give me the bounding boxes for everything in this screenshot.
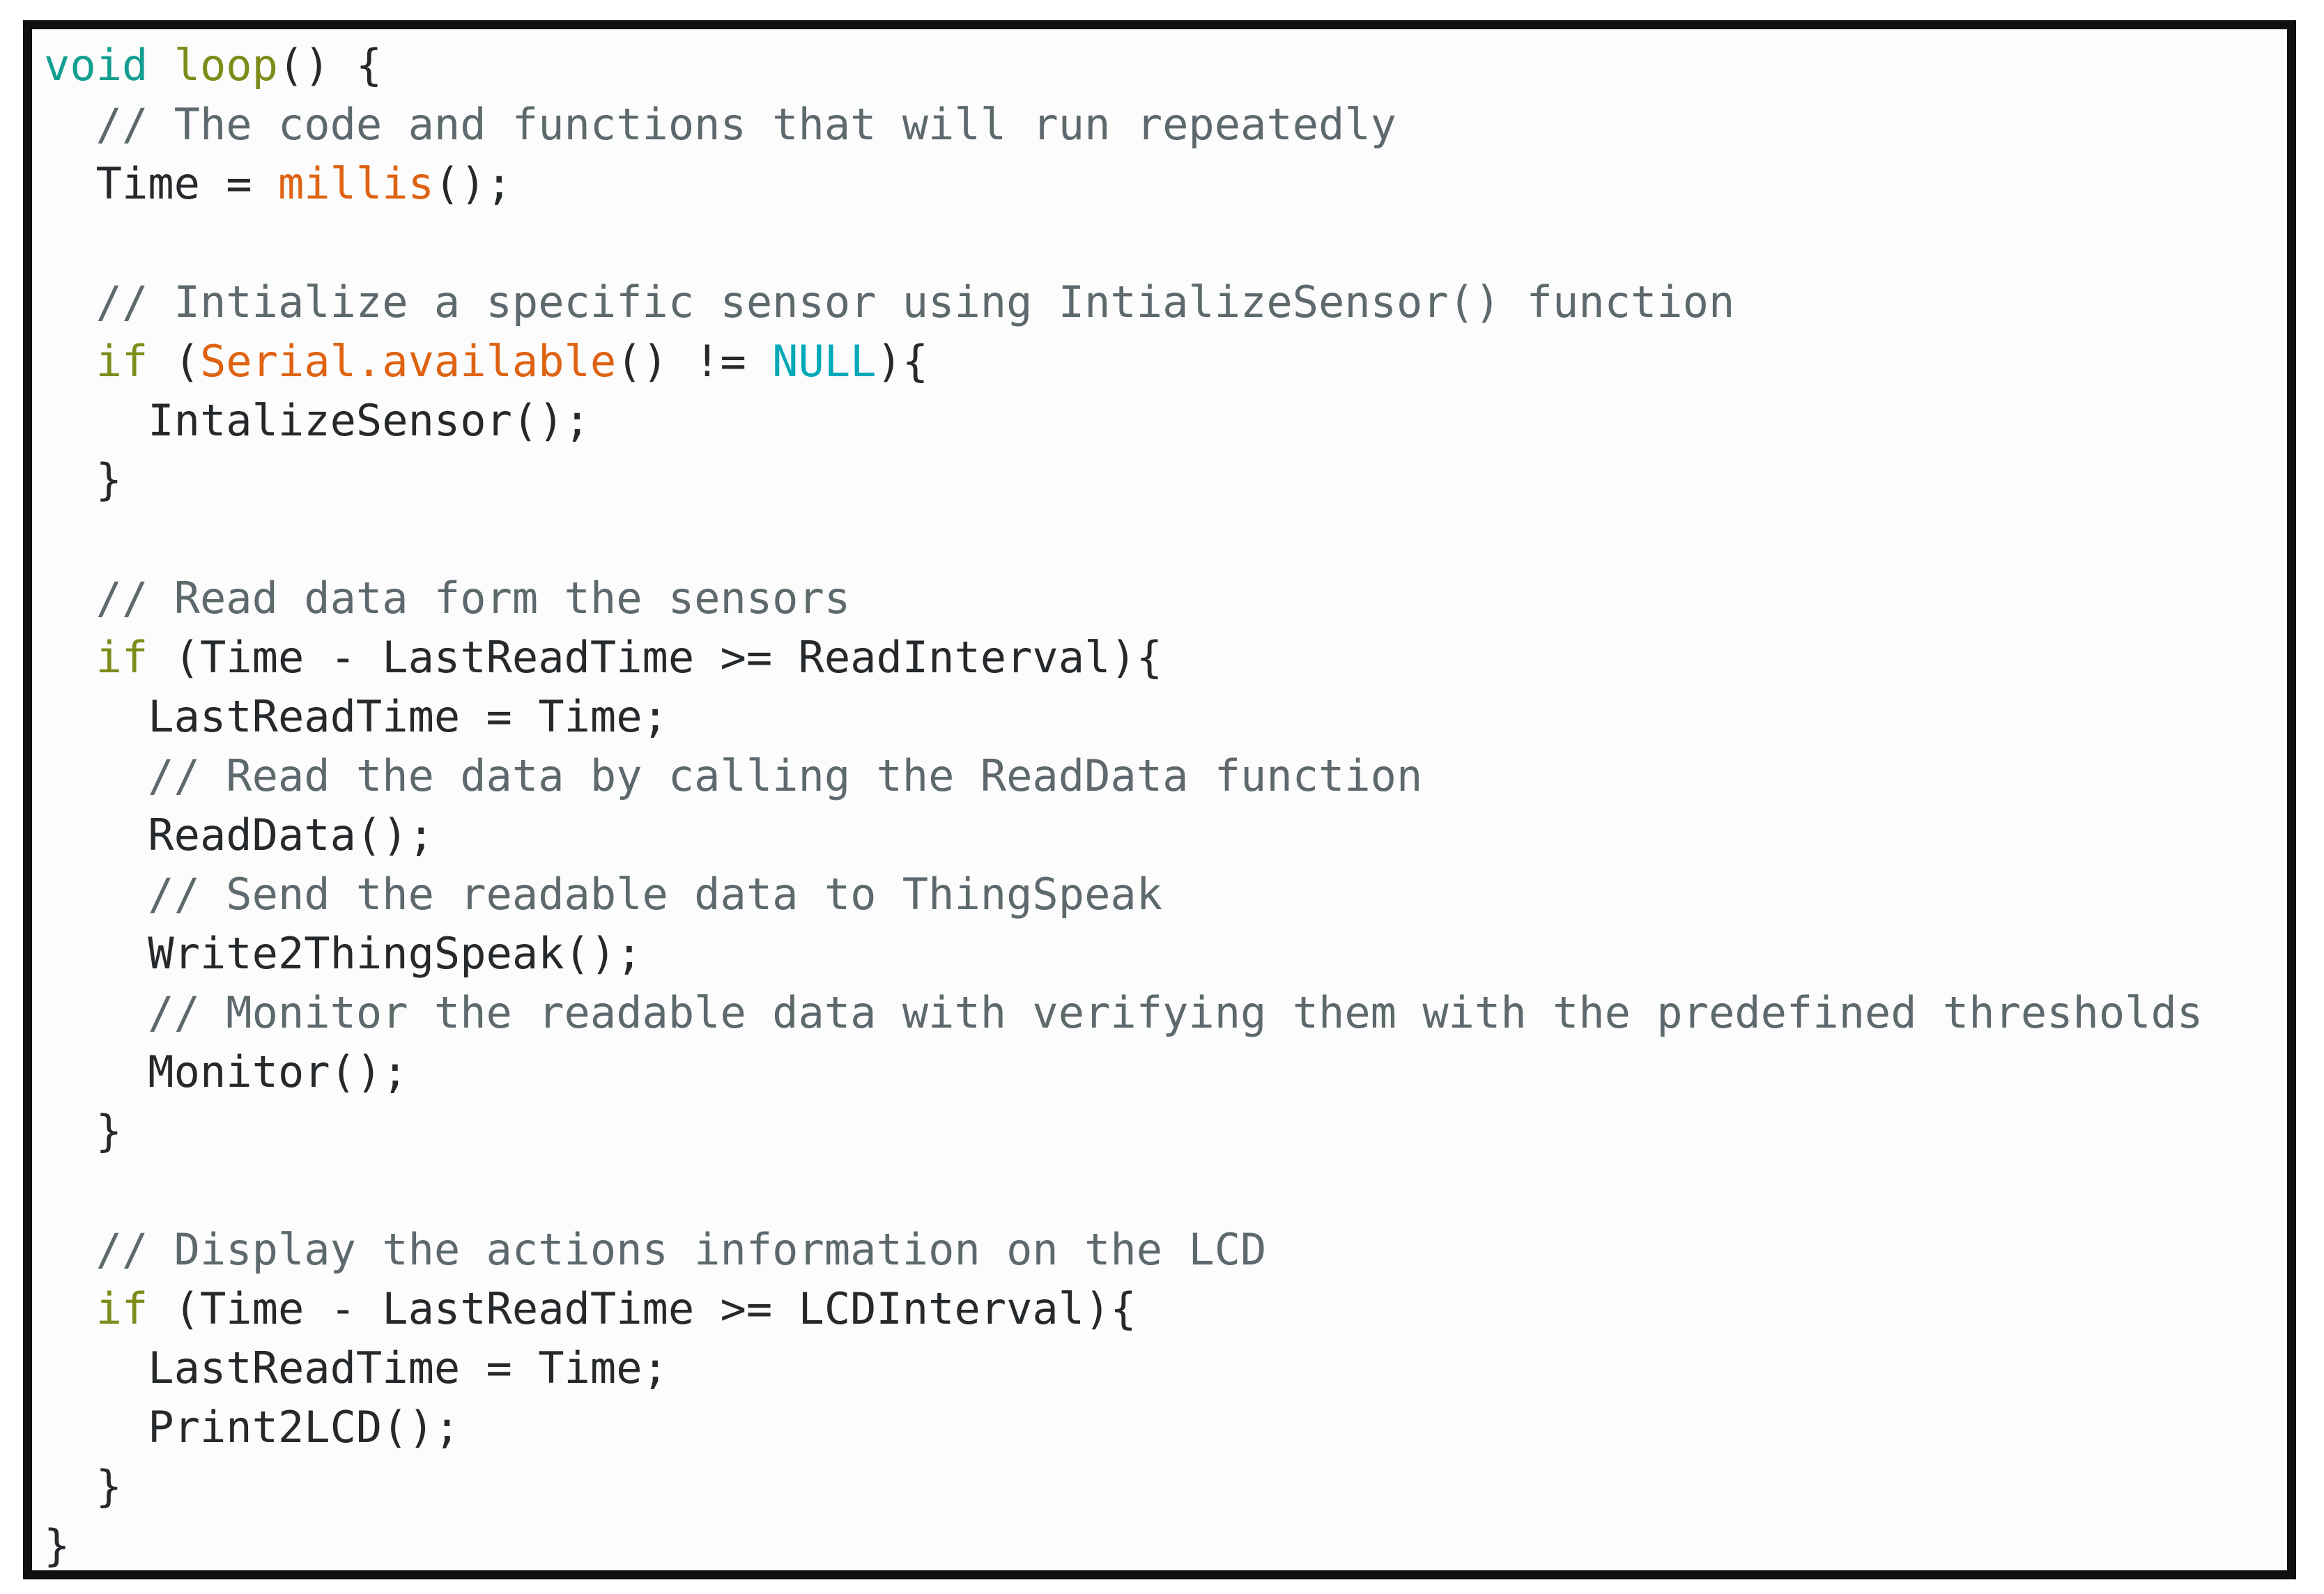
code-line: // Read data form the sensors — [44, 568, 2281, 628]
code-token-plain: } — [44, 1461, 122, 1512]
code-token-plain: (Time - LastReadTime >= ReadInterval){ — [148, 632, 1163, 683]
code-token-plain: } — [44, 1520, 70, 1571]
code-line: if (Time - LastReadTime >= ReadInterval)… — [44, 628, 2281, 687]
code-token-plain: Time = — [44, 158, 278, 209]
code-token-comment: // Monitor the readable data with verify… — [44, 987, 2203, 1038]
code-token-plain: IntalizeSensor(); — [44, 395, 590, 446]
code-token-function: Serial.available — [199, 336, 617, 387]
code-token-plain: ReadData(); — [44, 810, 434, 860]
code-token-plain: (); — [433, 158, 512, 209]
code-token-type: void — [44, 40, 148, 91]
code-line: // Send the readable data to ThingSpeak — [44, 865, 2281, 924]
code-token-comment: // Read data form the sensors — [44, 573, 851, 624]
code-token-plain: () != — [616, 336, 773, 387]
code-token-comment: // The code and functions that will run … — [44, 99, 1397, 150]
code-block: void loop() { // The code and functions … — [32, 29, 2287, 1571]
code-line: IntalizeSensor(); — [44, 391, 2281, 450]
code-line — [44, 213, 2281, 272]
code-line: Time = millis(); — [44, 154, 2281, 213]
code-line: Print2LCD(); — [44, 1398, 2281, 1457]
code-token-plain: ( — [148, 336, 200, 387]
code-line: // Read the data by calling the ReadData… — [44, 746, 2281, 805]
code-token-plain: LastReadTime = Time; — [44, 691, 668, 742]
code-token-plain — [44, 1283, 96, 1334]
code-line: ReadData(); — [44, 805, 2281, 865]
code-token-keyword: if — [95, 1283, 148, 1334]
code-line — [44, 509, 2281, 568]
code-line: } — [44, 1516, 2281, 1571]
code-token-plain: Print2LCD(); — [44, 1402, 461, 1453]
code-line: // The code and functions that will run … — [44, 95, 2281, 154]
code-token-comment: // Intialize a specific sensor using Int… — [44, 277, 1735, 327]
code-figure: void loop() { // The code and functions … — [23, 20, 2296, 1579]
code-token-plain: ){ — [876, 336, 929, 387]
code-line: // Display the actions information on th… — [44, 1220, 2281, 1279]
code-token-comment: // Read the data by calling the ReadData… — [44, 750, 1423, 801]
code-line — [44, 1161, 2281, 1220]
code-token-plain: LastReadTime = Time; — [44, 1342, 668, 1393]
code-line: // Monitor the readable data with verify… — [44, 983, 2281, 1042]
code-token-plain — [44, 632, 96, 683]
code-token-keyword: if — [95, 336, 148, 387]
code-token-plain: } — [44, 1106, 122, 1156]
code-token-function: millis — [277, 158, 434, 209]
code-token-comment: // Send the readable data to ThingSpeak — [44, 869, 1163, 920]
code-line: Monitor(); — [44, 1042, 2281, 1101]
code-token-plain — [148, 40, 174, 91]
code-line: // Intialize a specific sensor using Int… — [44, 272, 2281, 332]
code-line: } — [44, 450, 2281, 509]
code-line: Write2ThingSpeak(); — [44, 924, 2281, 983]
code-line: if (Time - LastReadTime >= LCDInterval){ — [44, 1279, 2281, 1338]
code-token-plain: } — [44, 454, 122, 505]
code-token-keyword: if — [95, 632, 148, 683]
code-line: LastReadTime = Time; — [44, 1338, 2281, 1398]
code-token-comment: // Display the actions information on th… — [44, 1224, 1267, 1275]
code-token-plain: Monitor(); — [44, 1046, 408, 1097]
code-token-constant: NULL — [772, 336, 877, 387]
code-token-plain: Write2ThingSpeak(); — [44, 928, 642, 979]
code-line: void loop() { — [44, 36, 2281, 95]
code-line: } — [44, 1101, 2281, 1161]
code-line: } — [44, 1457, 2281, 1516]
code-token-plain: (Time - LastReadTime >= LCDInterval){ — [148, 1283, 1137, 1334]
code-line: LastReadTime = Time; — [44, 687, 2281, 746]
code-token-plain: () { — [277, 40, 383, 91]
code-token-keyword: loop — [174, 40, 278, 91]
code-token-plain — [44, 336, 96, 387]
code-line: if (Serial.available() != NULL){ — [44, 332, 2281, 391]
